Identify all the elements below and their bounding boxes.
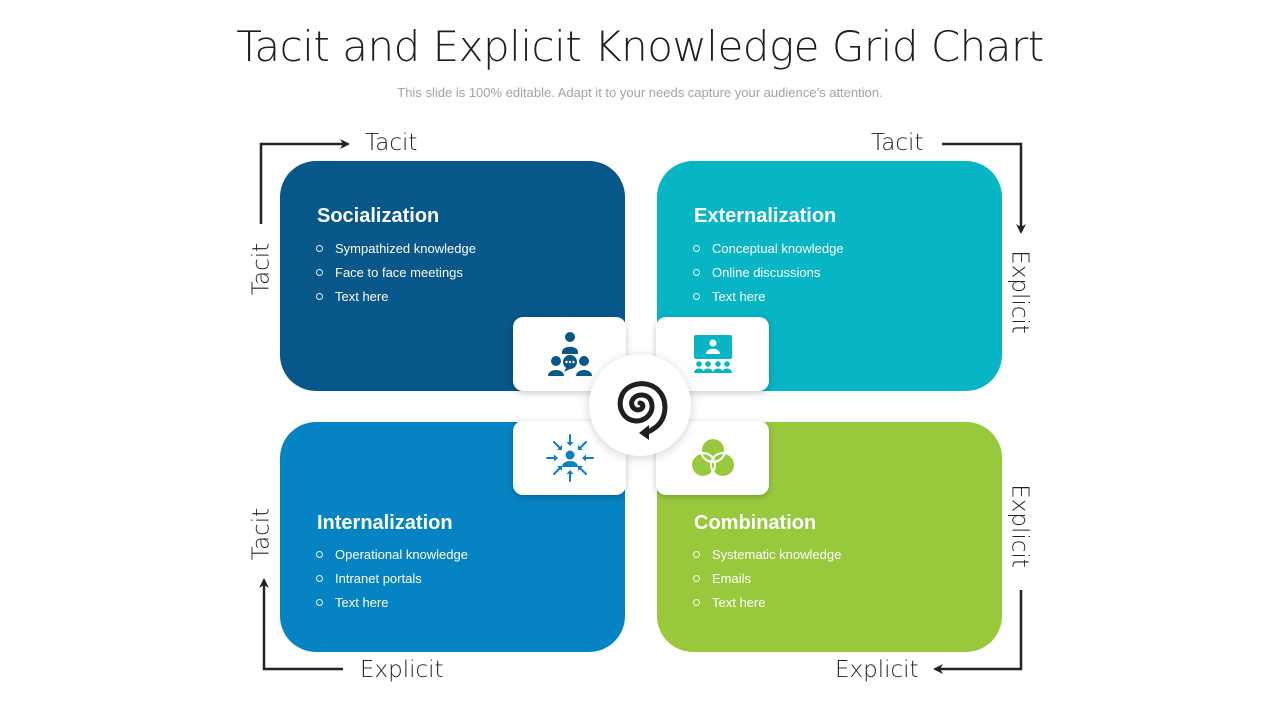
group-discussion-icon (547, 332, 592, 376)
arrow-bottom-right (933, 590, 1023, 674)
list-item: Operational knowledge (316, 543, 468, 567)
label-left-top: Tacit (248, 242, 275, 296)
socialization-title: Socialization (317, 205, 440, 227)
label-left-bottom: Tacit (248, 507, 275, 561)
externalization-icon-card (656, 317, 769, 391)
center-hub (589, 354, 691, 456)
externalization-list: Conceptual knowledge Online discussions … (693, 237, 844, 309)
internalization-icon-card (513, 421, 626, 495)
list-item: Emails (693, 567, 841, 591)
spiral-arrow-icon (617, 381, 668, 440)
arrow-bottom-left (259, 578, 343, 671)
label-bottom-left: Explicit (360, 657, 444, 683)
list-item: Text here (693, 285, 844, 309)
combination-title: Combination (694, 512, 817, 534)
venn-circles-icon (689, 437, 736, 478)
list-item: Text here (693, 591, 841, 615)
list-item: Text here (316, 285, 476, 309)
list-item: Sympathized knowledge (316, 237, 476, 261)
arrow-top-left (259, 139, 350, 224)
list-item: Conceptual knowledge (693, 237, 844, 261)
list-item: Intranet portals (316, 567, 468, 591)
label-top-left: Tacit (365, 130, 418, 156)
label-bottom-right: Explicit (835, 657, 919, 683)
list-item: Online discussions (693, 261, 844, 285)
person-focus-arrows-icon (545, 434, 594, 482)
page-title: Tacit and Explicit Knowledge Grid Chart (236, 22, 1044, 71)
label-right-bottom: Explicit (1006, 484, 1033, 568)
label-right-top: Explicit (1006, 250, 1033, 334)
combination-list: Systematic knowledge Emails Text here (693, 543, 841, 615)
list-item: Face to face meetings (316, 261, 476, 285)
externalization-title: Externalization (694, 205, 837, 227)
page-subtitle: This slide is 100% editable. Adapt it to… (397, 85, 883, 100)
internalization-list: Operational knowledge Intranet portals T… (316, 543, 468, 615)
socialization-list: Sympathized knowledge Face to face meeti… (316, 237, 476, 309)
list-item: Text here (316, 591, 468, 615)
internalization-title: Internalization (317, 512, 453, 534)
arrow-top-right (942, 142, 1026, 234)
list-item: Systematic knowledge (693, 543, 841, 567)
presentation-audience-icon (693, 335, 732, 373)
label-top-right: Tacit (871, 130, 924, 156)
